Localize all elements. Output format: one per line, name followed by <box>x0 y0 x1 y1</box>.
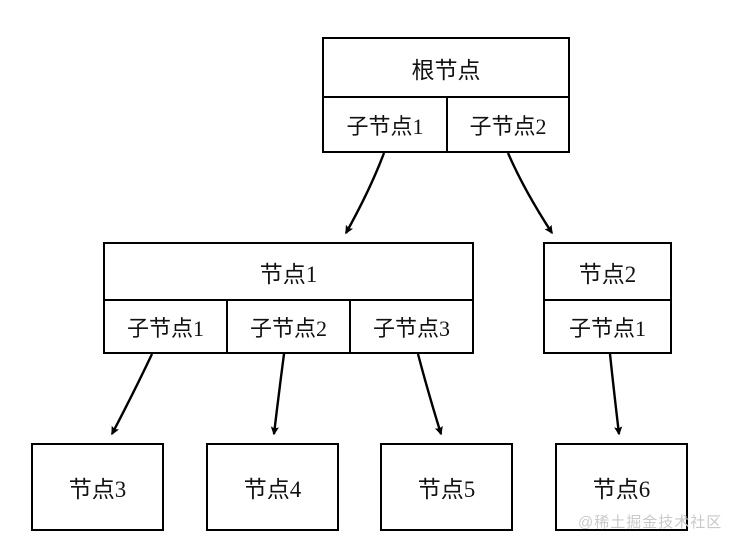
node-level2-2-header-label: 节点2 <box>578 261 637 287</box>
node-level2-1-child-label-1: 子节点1 <box>126 315 204 341</box>
leaf-node-3-label: 节点5 <box>417 477 476 502</box>
edge-node1-child2-to-leaf4 <box>270 353 286 436</box>
edge-node1-child3-to-leaf5 <box>416 353 443 436</box>
node-root-children: 子节点1 子节点2 <box>324 96 568 151</box>
edge-root-child2-to-node2 <box>506 152 554 235</box>
leaf-node-2[interactable]: 节点4 <box>206 443 339 531</box>
node-root-child-cell-1[interactable]: 子节点1 <box>324 98 446 151</box>
node-level2-1[interactable]: 节点1 子节点1 子节点2 子节点3 <box>103 242 474 354</box>
node-root[interactable]: 根节点 子节点1 子节点2 <box>322 37 570 153</box>
node-level2-2-header: 节点2 <box>545 244 670 299</box>
leaf-node-3[interactable]: 节点5 <box>380 443 513 531</box>
node-root-header-label: 根节点 <box>411 57 481 83</box>
node-level2-1-child-cell-3[interactable]: 子节点3 <box>349 301 472 352</box>
edge-node2-child1-to-leaf6 <box>608 353 623 436</box>
node-level2-2[interactable]: 节点2 子节点1 <box>543 242 672 354</box>
node-level2-1-child-label-3: 子节点3 <box>372 315 450 341</box>
leaf-node-1-label: 节点3 <box>68 477 127 502</box>
edge-node1-child1-to-leaf3 <box>110 353 154 436</box>
node-level2-2-child-label-1: 子节点1 <box>568 315 646 341</box>
edge-root-child1-to-node1 <box>344 152 386 235</box>
node-level2-1-child-cell-2[interactable]: 子节点2 <box>226 301 349 352</box>
node-level2-1-header: 节点1 <box>105 244 472 299</box>
leaf-node-4[interactable]: 节点6 <box>555 443 688 531</box>
node-root-child-cell-2[interactable]: 子节点2 <box>446 98 568 151</box>
node-level2-1-child-cell-1[interactable]: 子节点1 <box>105 301 226 352</box>
node-level2-2-child-cell-1[interactable]: 子节点1 <box>545 301 670 352</box>
leaf-node-2-label: 节点4 <box>243 477 302 502</box>
node-level2-1-header-label: 节点1 <box>259 261 318 287</box>
node-root-child-label-1: 子节点1 <box>346 113 424 139</box>
node-root-header: 根节点 <box>324 39 568 96</box>
node-root-child-label-2: 子节点2 <box>469 113 547 139</box>
node-level2-2-children: 子节点1 <box>545 299 670 352</box>
leaf-node-4-label: 节点6 <box>592 477 651 502</box>
node-level2-1-children: 子节点1 子节点2 子节点3 <box>105 299 472 352</box>
leaf-node-1[interactable]: 节点3 <box>31 443 164 531</box>
node-level2-1-child-label-2: 子节点2 <box>249 315 327 341</box>
